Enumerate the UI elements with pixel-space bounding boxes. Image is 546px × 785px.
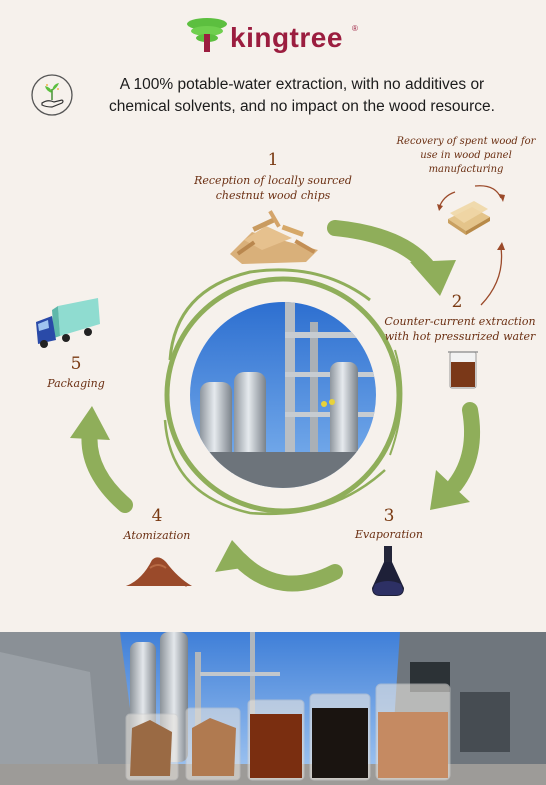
step-2-line-1: Counter-current extraction: [384, 315, 536, 328]
recovery-line-3: manufacturing: [428, 164, 504, 175]
hand-plant-icon: [31, 74, 73, 116]
arrow-3-to-4: [232, 552, 343, 592]
step-1-line-2: chestnut wood chips: [215, 189, 331, 202]
arrow-4-to-5: [81, 422, 133, 513]
kingtree-tree-logo-icon: [187, 18, 227, 52]
step-2-line-2: with hot pressurized water: [384, 330, 536, 343]
samples-photo: [0, 632, 546, 785]
step-5-label: Packaging: [47, 377, 105, 390]
process-cycle-diagram: [70, 220, 481, 592]
step-4-number: 4: [151, 506, 163, 526]
recycle-arrows-icon: [437, 185, 505, 306]
powder-pile-icon: [126, 557, 192, 587]
step-1-number: 1: [267, 150, 279, 170]
brand-name: kingtree: [230, 22, 343, 53]
factory-photo: [190, 302, 376, 488]
arrow-2-to-3: [447, 402, 481, 493]
headline-line-2: chemical solvents, and no impact on the …: [109, 98, 495, 115]
wood-panel-icon: [448, 201, 490, 235]
recovery-line-1: Recovery of spent wood for: [396, 136, 536, 147]
truck-icon: [36, 298, 100, 348]
recovery-note: Recovery of spent wood for use in wood p…: [392, 135, 540, 177]
beakers-row: [125, 683, 451, 781]
step-5-number: 5: [70, 354, 82, 374]
flask-icon: [372, 546, 404, 596]
step-3-label: Evaporation: [355, 528, 423, 541]
headline-line-1: A 100% potable-water extraction, with no…: [119, 76, 485, 93]
step-3-number: 3: [383, 506, 395, 526]
headline: A 100% potable-water extraction, with no…: [82, 74, 522, 118]
wood-chips-icon: [230, 210, 318, 264]
step-1-line-1: Reception of locally sourced: [194, 174, 352, 187]
step-2-label: Counter-current extraction with hot pres…: [380, 314, 540, 344]
recovery-line-2: use in wood panel: [420, 150, 512, 161]
beaker-liquid-icon: [448, 351, 478, 389]
step-1-label: Reception of locally sourced chestnut wo…: [178, 173, 368, 203]
step-2-number: 2: [451, 292, 463, 312]
step-4-label: Atomization: [123, 529, 191, 542]
registered-mark: ®: [352, 24, 358, 33]
